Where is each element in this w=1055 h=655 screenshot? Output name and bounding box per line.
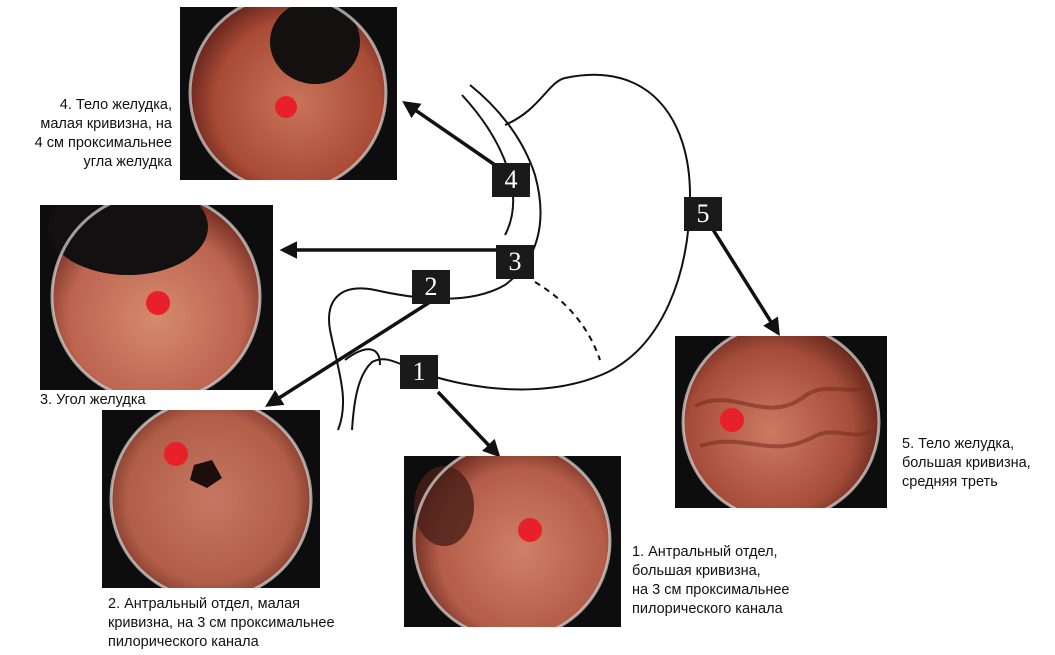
- endoscopy-image-1: [404, 456, 621, 627]
- caption-5: 5. Тело желудка, большая кривизна, средн…: [902, 435, 1031, 492]
- red-dot-marker: [518, 518, 542, 542]
- caption-4-line-4: угла желудка: [35, 153, 172, 172]
- caption-5-line-2: большая кривизна,: [902, 454, 1031, 473]
- endoscopy-image-5: [675, 336, 887, 508]
- caption-1-line-2: большая кривизна,: [632, 562, 789, 581]
- caption-2-line-3: пилорического канала: [108, 633, 335, 652]
- red-dot-marker: [164, 442, 188, 466]
- endoscopy-image-3: [40, 205, 273, 390]
- arrow-4: [405, 103, 495, 165]
- point-badge-4: 4: [492, 163, 530, 197]
- arrow-5: [712, 228, 778, 333]
- caption-3: 3. Угол желудка: [40, 391, 146, 410]
- point-badge-5: 5: [684, 197, 722, 231]
- caption-2-line-2: кривизна, на 3 см проксимальнее: [108, 614, 335, 633]
- caption-4-line-3: 4 см проксимальнее: [35, 134, 172, 153]
- caption-2-line-1: 2. Антральный отдел, малая: [108, 595, 335, 614]
- endoscopy-image-2: [102, 410, 320, 588]
- caption-3-line-1: 3. Угол желудка: [40, 391, 146, 410]
- angular-dashed-line: [535, 282, 600, 360]
- caption-4-line-2: малая кривизна, на: [35, 115, 172, 134]
- endoscopy-image-4: [180, 7, 397, 180]
- caption-1-line-4: пилорического канала: [632, 600, 789, 619]
- red-dot-marker: [720, 408, 744, 432]
- caption-1-line-1: 1. Антральный отдел,: [632, 543, 789, 562]
- arrow-1: [438, 392, 498, 455]
- caption-5-line-1: 5. Тело желудка,: [902, 435, 1031, 454]
- point-badge-2: 2: [412, 270, 450, 304]
- caption-4: 4. Тело желудка, малая кривизна, на 4 см…: [35, 96, 172, 172]
- point-badge-1: 1: [400, 355, 438, 389]
- caption-4-line-1: 4. Тело желудка,: [35, 96, 172, 115]
- red-dot-marker: [275, 96, 297, 118]
- arrow-2: [268, 302, 430, 405]
- red-dot-marker: [146, 291, 170, 315]
- caption-1-line-3: на 3 см проксимальнее: [632, 581, 789, 600]
- caption-1: 1. Антральный отдел, большая кривизна, н…: [632, 543, 789, 619]
- caption-5-line-3: средняя треть: [902, 473, 1031, 492]
- caption-2: 2. Антральный отдел, малая кривизна, на …: [108, 595, 335, 652]
- point-badge-3: 3: [496, 245, 534, 279]
